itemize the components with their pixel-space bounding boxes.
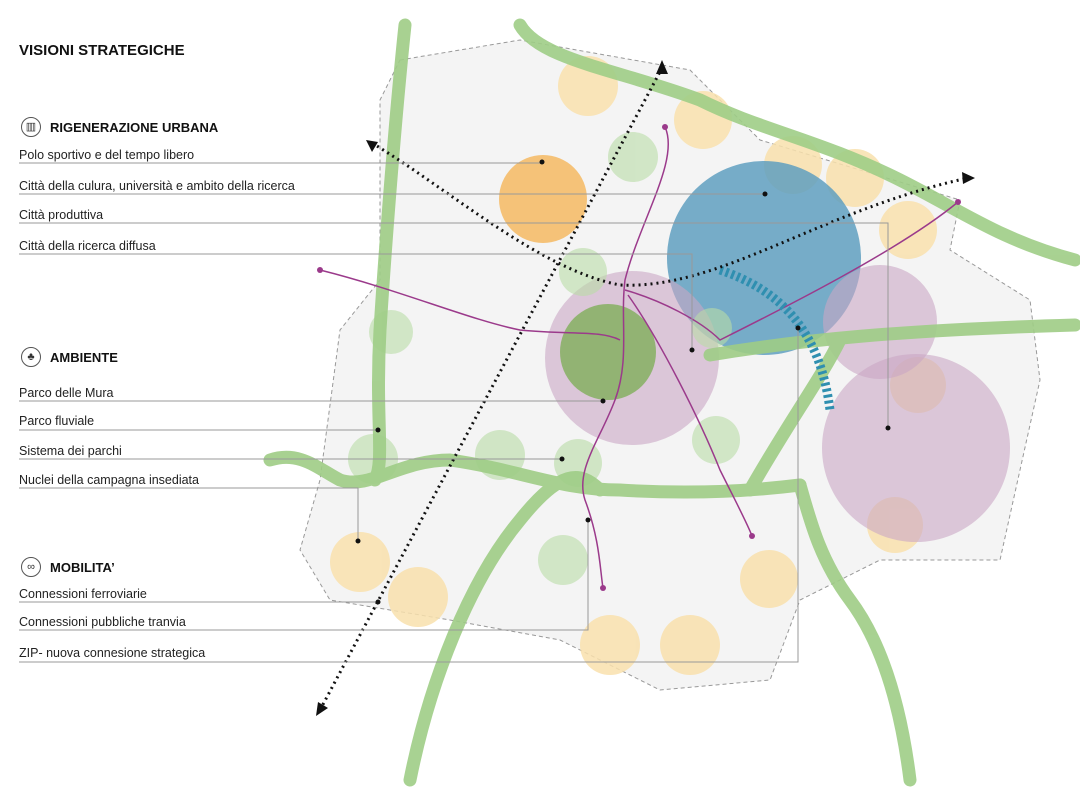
- parco-mura-area: [560, 304, 656, 400]
- route-icon: ∞: [21, 557, 41, 577]
- legend-item: Nuclei della campagna insediata: [19, 473, 199, 487]
- building-icon: ▥: [21, 117, 41, 137]
- leader-lines: [19, 162, 889, 663]
- legend-item: Connessioni pubbliche tranvia: [19, 615, 186, 629]
- produttiva-area-1: [823, 265, 937, 379]
- section-heading: AMBIENTE: [50, 350, 118, 365]
- legend-item: Città della ricerca diffusa: [19, 239, 156, 253]
- section-heading: MOBILITA’: [50, 560, 115, 575]
- leader-dots: [355, 159, 891, 605]
- tram-lines: [319, 126, 959, 589]
- page-title: VISIONI STRATEGICHE: [19, 42, 185, 59]
- tram-terminus: [317, 124, 961, 591]
- produttiva-area-2: [822, 354, 1010, 542]
- arrow-heads: [316, 60, 975, 716]
- parco-fluviale: [263, 18, 1080, 787]
- tree-icon: ♣: [21, 347, 41, 367]
- legend-item: Sistema dei parchi: [19, 444, 122, 458]
- legend-item: Città della culura, università e ambito …: [19, 179, 295, 193]
- legend-item: Polo sportivo e del tempo libero: [19, 148, 195, 162]
- legend-item: Parco delle Mura: [19, 386, 114, 400]
- legend-item: Connessioni ferroviarie: [19, 587, 147, 601]
- legend-item: Città produttiva: [19, 208, 104, 222]
- legend-item: ZIP- nuova connesione strategica: [19, 646, 206, 660]
- legend-item: Parco fluviale: [19, 414, 95, 428]
- citta-cultura-area: [667, 161, 861, 355]
- section-heading: RIGENERAZIONE URBANA: [50, 120, 219, 135]
- polo-sportivo-area: [499, 155, 587, 243]
